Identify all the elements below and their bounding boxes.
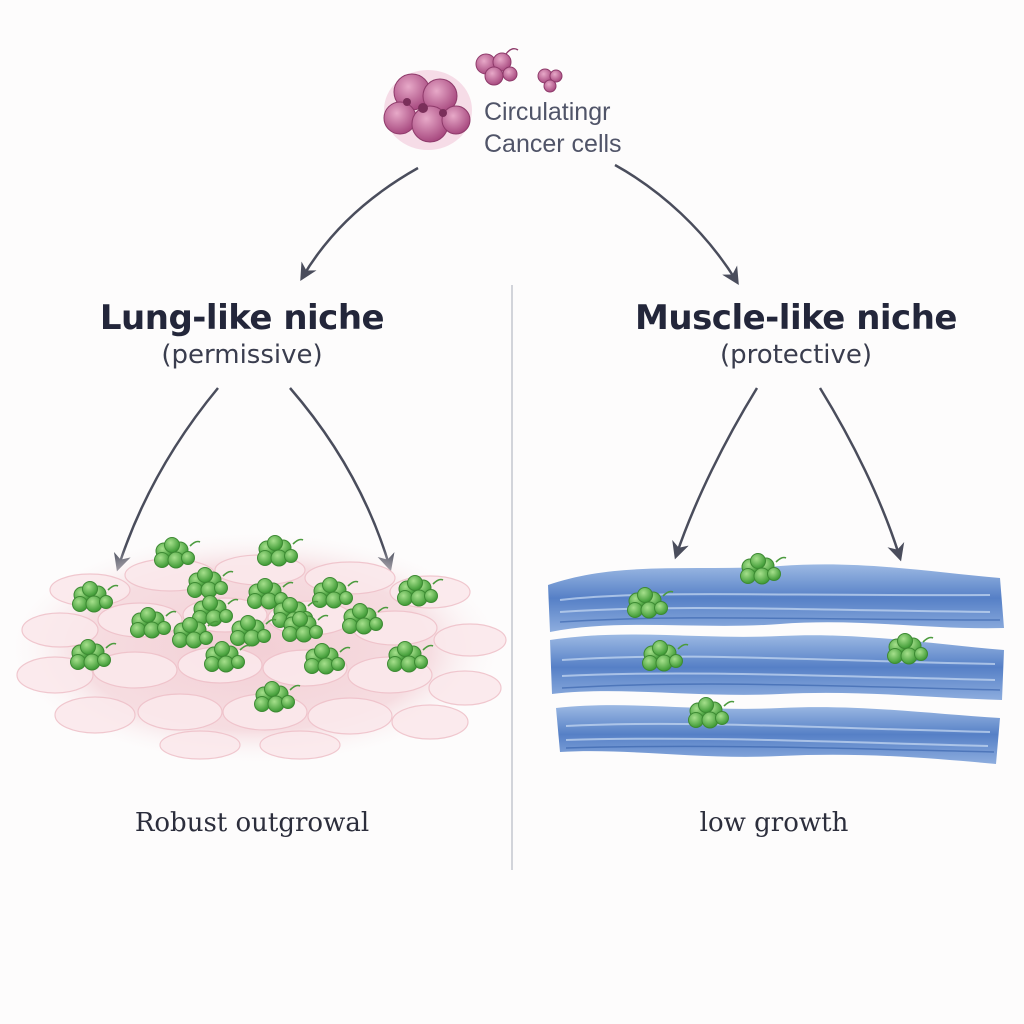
lung-niche-subtitle: (permissive) (161, 340, 323, 370)
circulating-cancer-cells-label: Circulatingr Cancer cells (484, 96, 622, 160)
arrow-lung-left (113, 387, 219, 572)
source-label-line1: Circulatingr (484, 98, 611, 126)
arrow-to-lung-niche (300, 166, 419, 282)
muscle-niche-title: Muscle-like niche (635, 298, 957, 338)
source-label-line2: Cancer cells (484, 130, 622, 158)
muscle-niche-subtitle: (protective) (719, 340, 873, 370)
arrow-muscle-left (672, 387, 759, 560)
circulating-cancer-cells-icon (383, 47, 563, 150)
arrow-muscle-right (818, 387, 905, 562)
arrow-to-muscle-niche (614, 163, 739, 285)
lung-niche-title: Lung-like niche (99, 298, 385, 338)
muscle-outcome-label: low growth (699, 808, 849, 838)
lung-outcome-label: Robust outgrowal (134, 808, 370, 838)
arrow-lung-right (289, 387, 395, 572)
muscle-tissue (548, 564, 1004, 764)
